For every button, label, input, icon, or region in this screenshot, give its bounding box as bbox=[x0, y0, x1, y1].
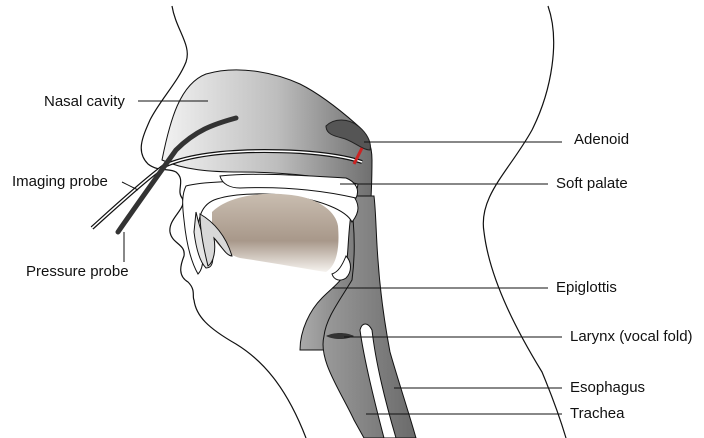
label-imaging-probe: Imaging probe bbox=[12, 173, 108, 190]
label-trachea: Trachea bbox=[570, 405, 625, 422]
leader-imaging-probe bbox=[122, 182, 138, 190]
label-soft-palate: Soft palate bbox=[556, 175, 628, 192]
label-epiglottis: Epiglottis bbox=[556, 279, 617, 296]
label-pressure-probe: Pressure probe bbox=[26, 263, 129, 280]
label-adenoid: Adenoid bbox=[574, 131, 629, 148]
label-nasal-cavity: Nasal cavity bbox=[44, 93, 125, 110]
label-esophagus: Esophagus bbox=[570, 379, 645, 396]
tongue bbox=[212, 194, 339, 272]
label-larynx: Larynx (vocal fold) bbox=[570, 328, 693, 345]
back-of-neck-outline bbox=[483, 6, 566, 438]
